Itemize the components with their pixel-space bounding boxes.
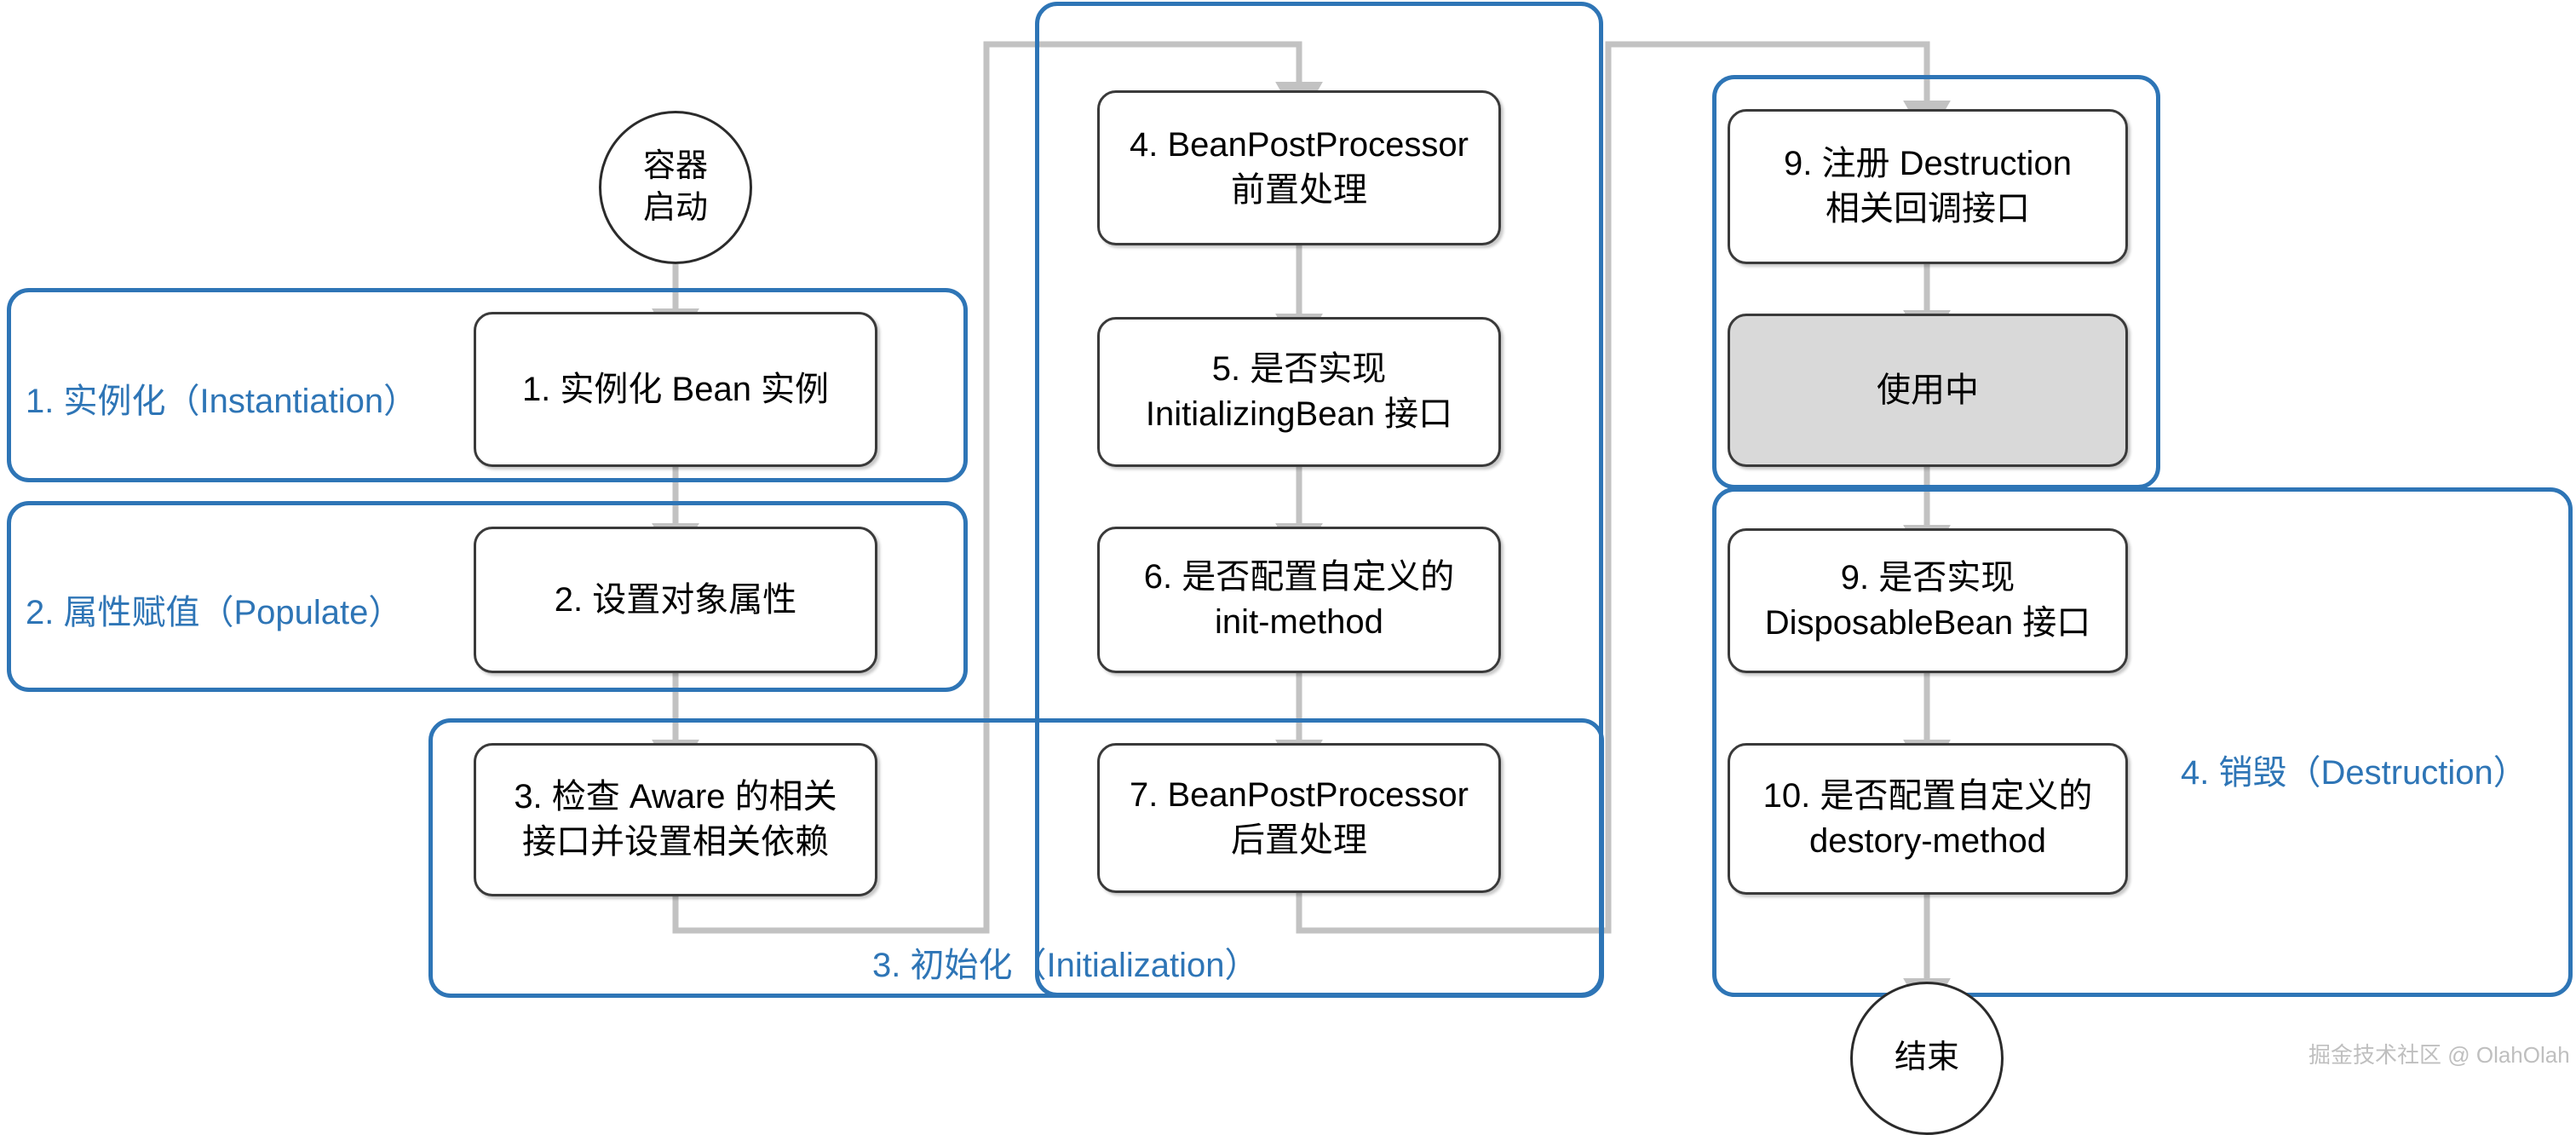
- watermark: 掘金技术社区 @ OlahOlah: [2309, 1042, 2570, 1068]
- node-bpp-after: 7. BeanPostProcessor 后置处理: [1097, 743, 1501, 893]
- group-populate: [7, 501, 968, 692]
- group-initialization-upper: [1035, 2, 1603, 997]
- group-label-destruction: 4. 销毁（Destruction）: [2181, 754, 2527, 792]
- node-8-line2: 相关回调接口: [1825, 190, 2030, 228]
- start-node-line1: 容器: [642, 147, 708, 184]
- end-node: 结束: [1850, 982, 2004, 1135]
- node-5-line2: InitializingBean 接口: [1145, 395, 1453, 433]
- node-10-line1: 9. 是否实现: [1840, 559, 2015, 597]
- node-initializingbean: 5. 是否实现 InitializingBean 接口: [1097, 317, 1501, 467]
- flowchart-canvas: 1. 实例化（Instantiation） 2. 属性赋值（Populate） …: [7, 2, 2573, 1135]
- group-label-instantiation: 1. 实例化（Instantiation）: [26, 383, 418, 420]
- node-4-line2: 前置处理: [1231, 171, 1367, 209]
- node-instantiate-bean: 1. 实例化 Bean 实例: [474, 312, 877, 467]
- group-label-populate: 2. 属性赋值（Populate）: [26, 594, 403, 631]
- end-node-label: 结束: [1894, 1040, 1959, 1076]
- node-7-line2: 后置处理: [1231, 821, 1367, 859]
- node-1-line1: 1. 实例化 Bean 实例: [521, 370, 830, 408]
- group-destruction-upper: [1712, 75, 2160, 489]
- group-label-initialization: 3. 初始化（Initialization）: [872, 947, 1259, 984]
- node-set-properties: 2. 设置对象属性: [474, 527, 877, 673]
- start-node: 容器 启动: [599, 111, 752, 264]
- node-5-line1: 5. 是否实现: [1211, 350, 1387, 389]
- node-init-method: 6. 是否配置自定义的 init-method: [1097, 527, 1501, 673]
- group-destruction: [1712, 487, 2573, 997]
- node-3-line2: 接口并设置相关依赖: [521, 823, 829, 861]
- node-4-line1: 4. BeanPostProcessor: [1130, 126, 1469, 164]
- node-2-line1: 2. 设置对象属性: [554, 580, 797, 619]
- node-7-line1: 7. BeanPostProcessor: [1130, 776, 1469, 815]
- node-10-line2: DisposableBean 接口: [1764, 604, 2091, 642]
- node-11-line2: destory-method: [1809, 822, 2046, 860]
- node-bpp-before: 4. BeanPostProcessor 前置处理: [1097, 90, 1501, 245]
- node-6-line1: 6. 是否配置自定义的: [1143, 558, 1455, 596]
- group-instantiation: [7, 288, 968, 482]
- node-aware-interfaces: 3. 检查 Aware 的相关 接口并设置相关依赖: [474, 743, 877, 896]
- node-6-line2: init-method: [1215, 603, 1383, 641]
- node-9-line1: 使用中: [1877, 371, 1979, 409]
- node-in-use: 使用中: [1728, 314, 2128, 467]
- node-destroy-method: 10. 是否配置自定义的 destory-method: [1728, 743, 2128, 895]
- node-3-line1: 3. 检查 Aware 的相关: [514, 778, 837, 816]
- start-node-line2: 启动: [642, 190, 708, 226]
- node-11-line1: 10. 是否配置自定义的: [1762, 777, 2093, 815]
- node-register-destruction: 9. 注册 Destruction 相关回调接口: [1728, 109, 2128, 264]
- node-8-line1: 9. 注册 Destruction: [1784, 145, 2072, 183]
- node-disposablebean: 9. 是否实现 DisposableBean 接口: [1728, 528, 2128, 673]
